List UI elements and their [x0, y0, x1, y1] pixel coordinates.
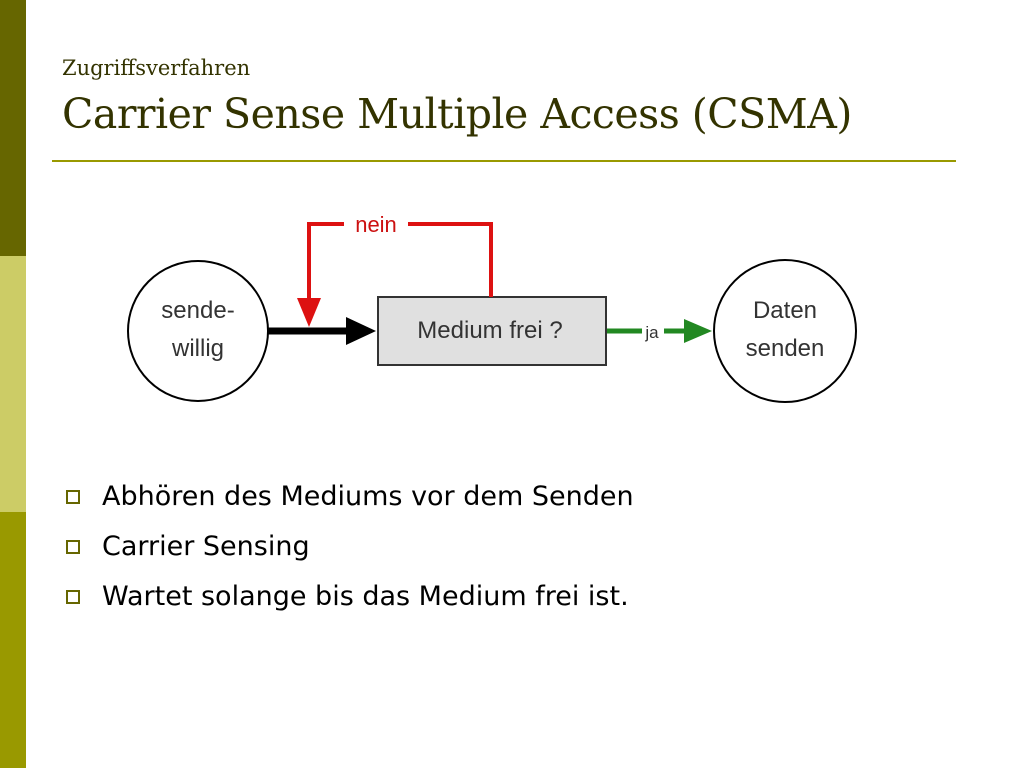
decision-label: Medium frei ? [417, 317, 562, 344]
start-node-label-line2: willig [171, 335, 224, 362]
bullet-list: Abhören des Mediums vor dem Senden Carri… [62, 476, 634, 626]
sidebar-band-middle [0, 256, 26, 512]
square-bullet-icon [66, 490, 80, 504]
yes-label: ja [644, 323, 659, 342]
bullet-text: Wartet solange bis das Medium frei ist. [102, 581, 629, 612]
start-node-label-line1: sende- [161, 297, 234, 324]
start-node-circle [127, 260, 269, 402]
bullet-text: Abhören des Mediums vor dem Senden [102, 481, 634, 512]
bullet-text: Carrier Sensing [102, 531, 310, 562]
square-bullet-icon [66, 540, 80, 554]
sidebar-band-bottom [0, 512, 26, 768]
no-loop-line-right [408, 222, 493, 297]
end-node-circle [713, 259, 857, 403]
sidebar-band-top [0, 0, 26, 256]
end-node-label-line1: Daten [753, 297, 817, 324]
square-bullet-icon [66, 590, 80, 604]
no-loop-arrowhead [297, 298, 321, 327]
bullet-item: Abhören des Mediums vor dem Senden [62, 476, 634, 526]
yes-arrowhead [684, 319, 712, 343]
end-node-label-line2: senden [746, 335, 825, 362]
slide-subtitle: Zugriffsverfahren [62, 56, 251, 80]
title-underline [52, 160, 956, 162]
bullet-item: Wartet solange bis das Medium frei ist. [62, 576, 634, 626]
no-loop-line-left [307, 222, 344, 300]
no-label: nein [355, 212, 397, 237]
slide-title: Carrier Sense Multiple Access (CSMA) [62, 90, 852, 138]
bullet-item: Carrier Sensing [62, 526, 634, 576]
start-to-decision-arrowhead [346, 317, 376, 345]
